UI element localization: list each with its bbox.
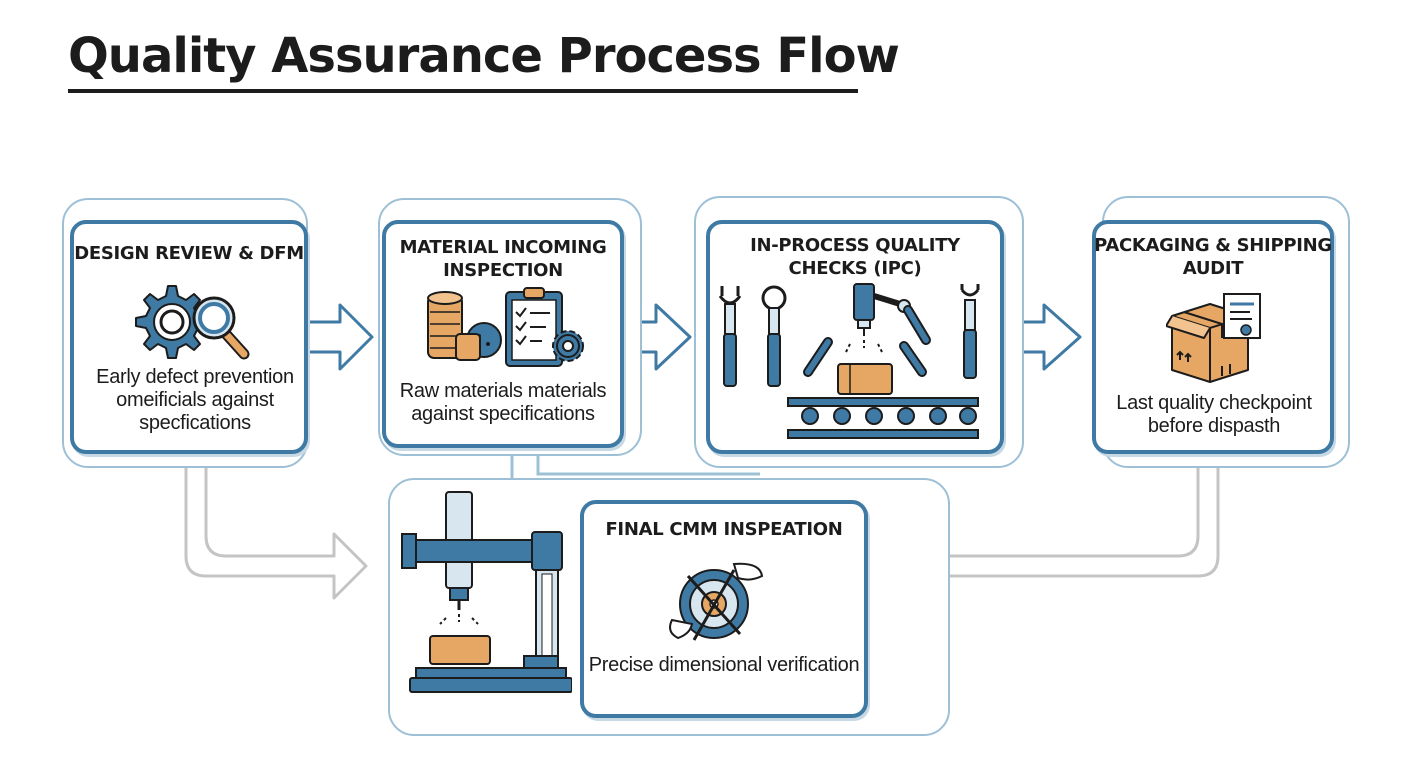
stage-title: MATERIAL INCOMING INSPECTION (399, 237, 607, 281)
page-title: Quality Assurance Process Flow (68, 28, 900, 84)
conveyor-belt-icon (787, 397, 979, 439)
return-arrow-left (184, 466, 368, 600)
stage-title: PACKAGING & SHIPPING AUDIT (1094, 235, 1332, 279)
shipping-box-icon (1166, 293, 1261, 383)
clipboard-checklist-icon (505, 287, 563, 367)
stage-title: IN-PROCESS QUALITY CHECKS (IPC) (750, 235, 960, 279)
robot-arm-icon (837, 283, 931, 395)
tool-pen-icon (803, 337, 927, 377)
gear-icon (552, 330, 584, 362)
wrench-icon (718, 286, 742, 387)
document-icon (1223, 293, 1261, 339)
flow-arrow-1-to-2 (304, 303, 374, 371)
stage-description: Early defect prevention omeificials agai… (96, 366, 294, 434)
title-underline (68, 89, 858, 93)
stage-description: Precise dimensional verification (588, 654, 860, 676)
cmm-machine-icon (401, 491, 572, 693)
magnifier-icon (192, 296, 250, 360)
stage-card (706, 220, 1004, 454)
measurement-dial-icon (669, 562, 764, 641)
stage-title: DESIGN REVIEW & DFM (74, 243, 304, 264)
material-roll-icon (427, 291, 502, 361)
stage-description: Raw materials materials against specific… (399, 380, 607, 425)
stage-description: Last quality checkpoint before dispasth (1116, 392, 1312, 437)
wrench-icon (960, 284, 980, 379)
gear-icon (135, 285, 209, 359)
wrench-icon (761, 285, 787, 387)
stage-card (382, 220, 624, 448)
in-process-icon (718, 283, 980, 439)
material-inspection-icon (427, 287, 584, 367)
link-line-2-to-3 (536, 452, 760, 476)
stage-title: FINAL CMM INSPEATION (605, 519, 843, 540)
gear-magnifier-icon (135, 285, 250, 360)
